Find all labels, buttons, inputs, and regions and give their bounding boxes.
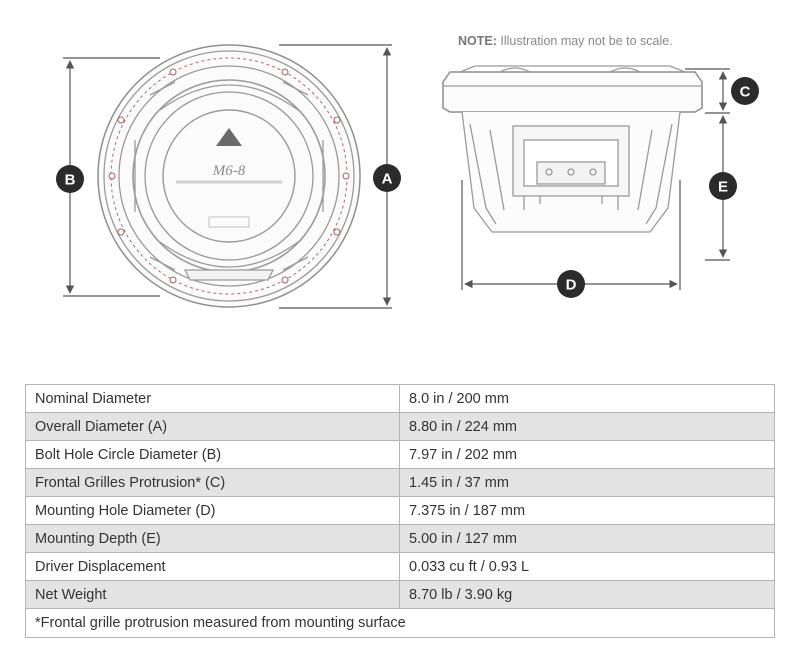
svg-text:B: B [65, 172, 76, 189]
model-mark: M6-8 [212, 163, 246, 179]
jl-audio-logo: M6-8 [176, 128, 282, 228]
footnote: *Frontal grille protrusion measured from… [25, 608, 775, 638]
marker-b: B [56, 165, 84, 193]
table-row: Driver Displacement 0.033 cu ft / 0.93 L [25, 552, 775, 581]
side-view [442, 65, 703, 233]
spec-name: Net Weight [25, 580, 400, 609]
marker-c: C [731, 77, 759, 105]
table-row: Mounting Hole Diameter (D) 7.375 in / 18… [25, 496, 775, 525]
bolt-holes [108, 68, 350, 284]
spec-name: Overall Diameter (A) [25, 412, 400, 441]
spec-value: 0.033 cu ft / 0.93 L [399, 552, 775, 581]
table-row: Frontal Grilles Protrusion* (C) 1.45 in … [25, 468, 775, 497]
footnote-row: *Frontal grille protrusion measured from… [25, 608, 775, 638]
table-row: Bolt Hole Circle Diameter (B) 7.97 in / … [25, 440, 775, 469]
svg-text:E: E [718, 179, 728, 196]
note-label: NOTE: [458, 34, 497, 48]
spec-name: Nominal Diameter [25, 384, 400, 413]
dimension-c [685, 68, 730, 114]
table-row: Nominal Diameter 8.0 in / 200 mm [25, 384, 775, 413]
svg-text:C: C [740, 84, 751, 101]
table-row: Net Weight 8.70 lb / 3.90 kg [25, 580, 775, 609]
spec-name: Bolt Hole Circle Diameter (B) [25, 440, 400, 469]
spec-name: Mounting Hole Diameter (D) [25, 496, 400, 525]
spec-table: Nominal Diameter 8.0 in / 200 mm Overall… [25, 384, 775, 638]
spec-value: 7.97 in / 202 mm [399, 440, 775, 469]
marker-a: A [373, 164, 401, 192]
scale-note: NOTE: Illustration may not be to scale. [458, 34, 673, 48]
marker-e: E [709, 172, 737, 200]
spec-value: 8.80 in / 224 mm [399, 412, 775, 441]
note-text: Illustration may not be to scale. [500, 34, 673, 48]
table-row: Overall Diameter (A) 8.80 in / 224 mm [25, 412, 775, 441]
spec-name: Driver Displacement [25, 552, 400, 581]
table-row: Mounting Depth (E) 5.00 in / 127 mm [25, 524, 775, 553]
spec-value: 7.375 in / 187 mm [399, 496, 775, 525]
svg-text:A: A [382, 171, 393, 188]
spec-value: 8.0 in / 200 mm [399, 384, 775, 413]
spec-value: 8.70 lb / 3.90 kg [399, 580, 775, 609]
spec-value: 1.45 in / 37 mm [399, 468, 775, 497]
svg-text:D: D [566, 277, 577, 294]
spec-name: Mounting Depth (E) [25, 524, 400, 553]
speaker-diagram: M6-8 [56, 44, 759, 309]
front-view: M6-8 [97, 44, 361, 308]
spec-name: Frontal Grilles Protrusion* (C) [25, 468, 400, 497]
spec-value: 5.00 in / 127 mm [399, 524, 775, 553]
marker-d: D [557, 270, 585, 298]
